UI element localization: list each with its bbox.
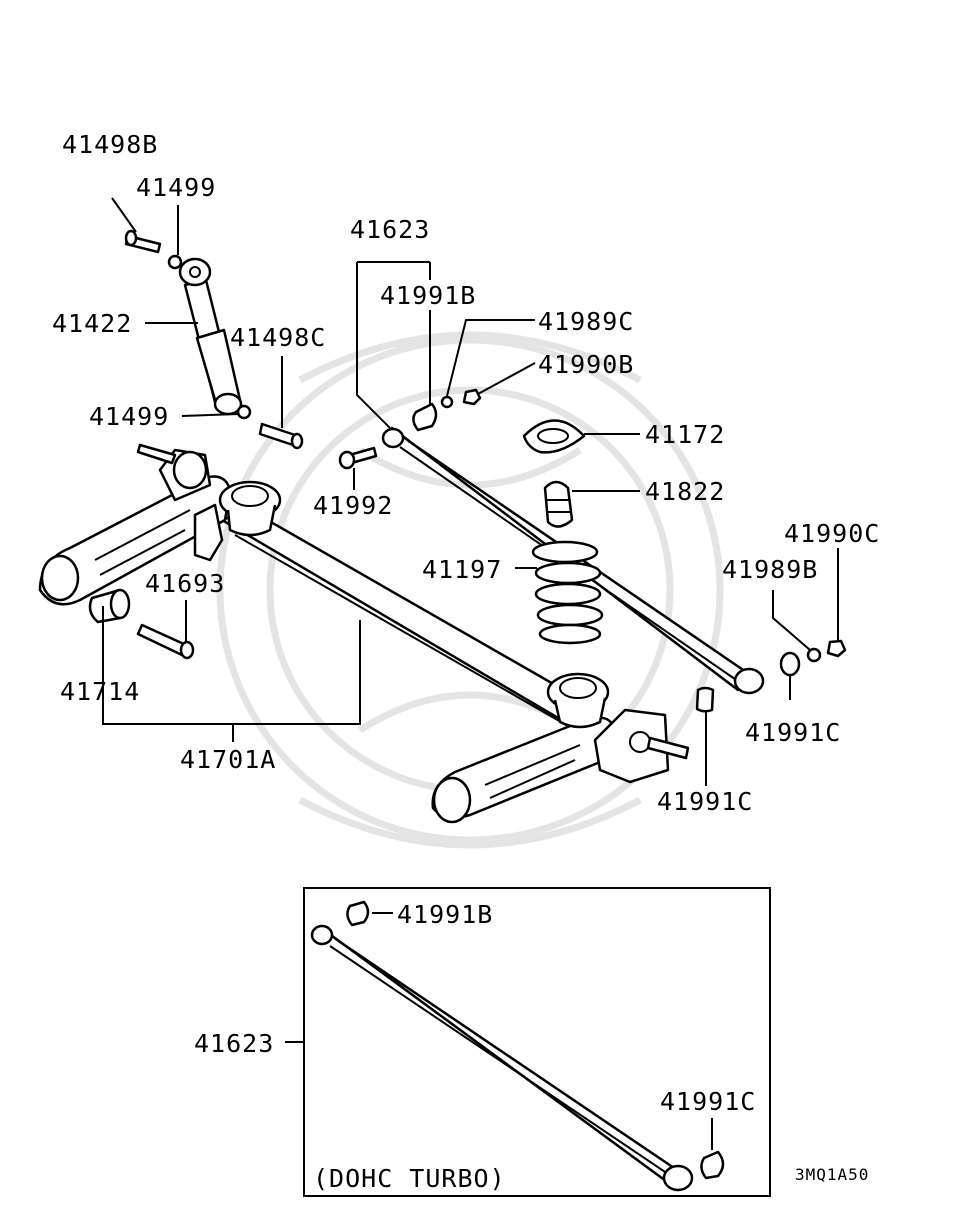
label-41499-top: 41499 [136, 173, 216, 202]
inset-lateral-rod [310, 924, 694, 1192]
bolt-41693 [136, 623, 195, 660]
washer-41989C [440, 395, 454, 409]
label-41989B: 41989B [722, 555, 818, 584]
label-41693: 41693 [145, 569, 225, 598]
nut-41990C [826, 639, 847, 658]
label-41992: 41992 [313, 491, 393, 520]
inset-bushing-41991B [346, 900, 370, 927]
label-41498B: 41498B [62, 130, 158, 159]
label-41623: 41623 [350, 215, 430, 244]
leader-lines [102, 197, 839, 786]
bushing-41991B [412, 402, 438, 432]
label-41499-lower: 41499 [89, 402, 169, 431]
label-41701A: 41701A [180, 745, 276, 774]
label-41172: 41172 [645, 420, 725, 449]
washer-41499-top [167, 254, 183, 270]
label-41714: 41714 [60, 677, 140, 706]
label-41989C: 41989C [538, 307, 634, 336]
bolt-41992 [338, 446, 378, 470]
reference-code: 3MQ1A50 [795, 1165, 869, 1184]
bushing-41991C-left [695, 686, 715, 713]
label-41991B: 41991B [380, 281, 476, 310]
bolt-41498B [124, 229, 162, 254]
coil-spring-41197 [531, 540, 604, 645]
washer-41499-lower [236, 404, 252, 420]
rear-axle-beam-41701A [38, 443, 690, 824]
inset-bushing-41991C [700, 1150, 725, 1180]
label-41422: 41422 [52, 309, 132, 338]
label-inset-41991C: 41991C [660, 1087, 756, 1116]
part-number-labels: 41498B 41499 41422 41498C 41499 41623 41… [52, 130, 880, 1193]
label-41990C: 41990C [784, 519, 880, 548]
label-41197: 41197 [422, 555, 502, 584]
label-41822: 41822 [645, 477, 725, 506]
label-inset-41623: 41623 [194, 1029, 274, 1058]
washer-41989B [806, 647, 822, 663]
shock-absorber-41422 [178, 257, 243, 416]
label-41991C-right: 41991C [745, 718, 841, 747]
label-41498C: 41498C [230, 323, 326, 352]
label-41991C-mid: 41991C [657, 787, 753, 816]
inset-caption: (DOHC TURBO) [313, 1164, 506, 1193]
bushing-41991C-right [779, 651, 801, 677]
dohc-turbo-inset [285, 887, 771, 1197]
spring-upper-seat-41172 [522, 419, 586, 454]
nut-41990B [462, 388, 482, 406]
label-41990B: 41990B [538, 350, 634, 379]
bolt-41498C [258, 422, 304, 450]
label-inset-41991B: 41991B [397, 900, 493, 929]
bump-stopper-41822 [543, 480, 574, 528]
bushing-41714 [88, 588, 131, 624]
